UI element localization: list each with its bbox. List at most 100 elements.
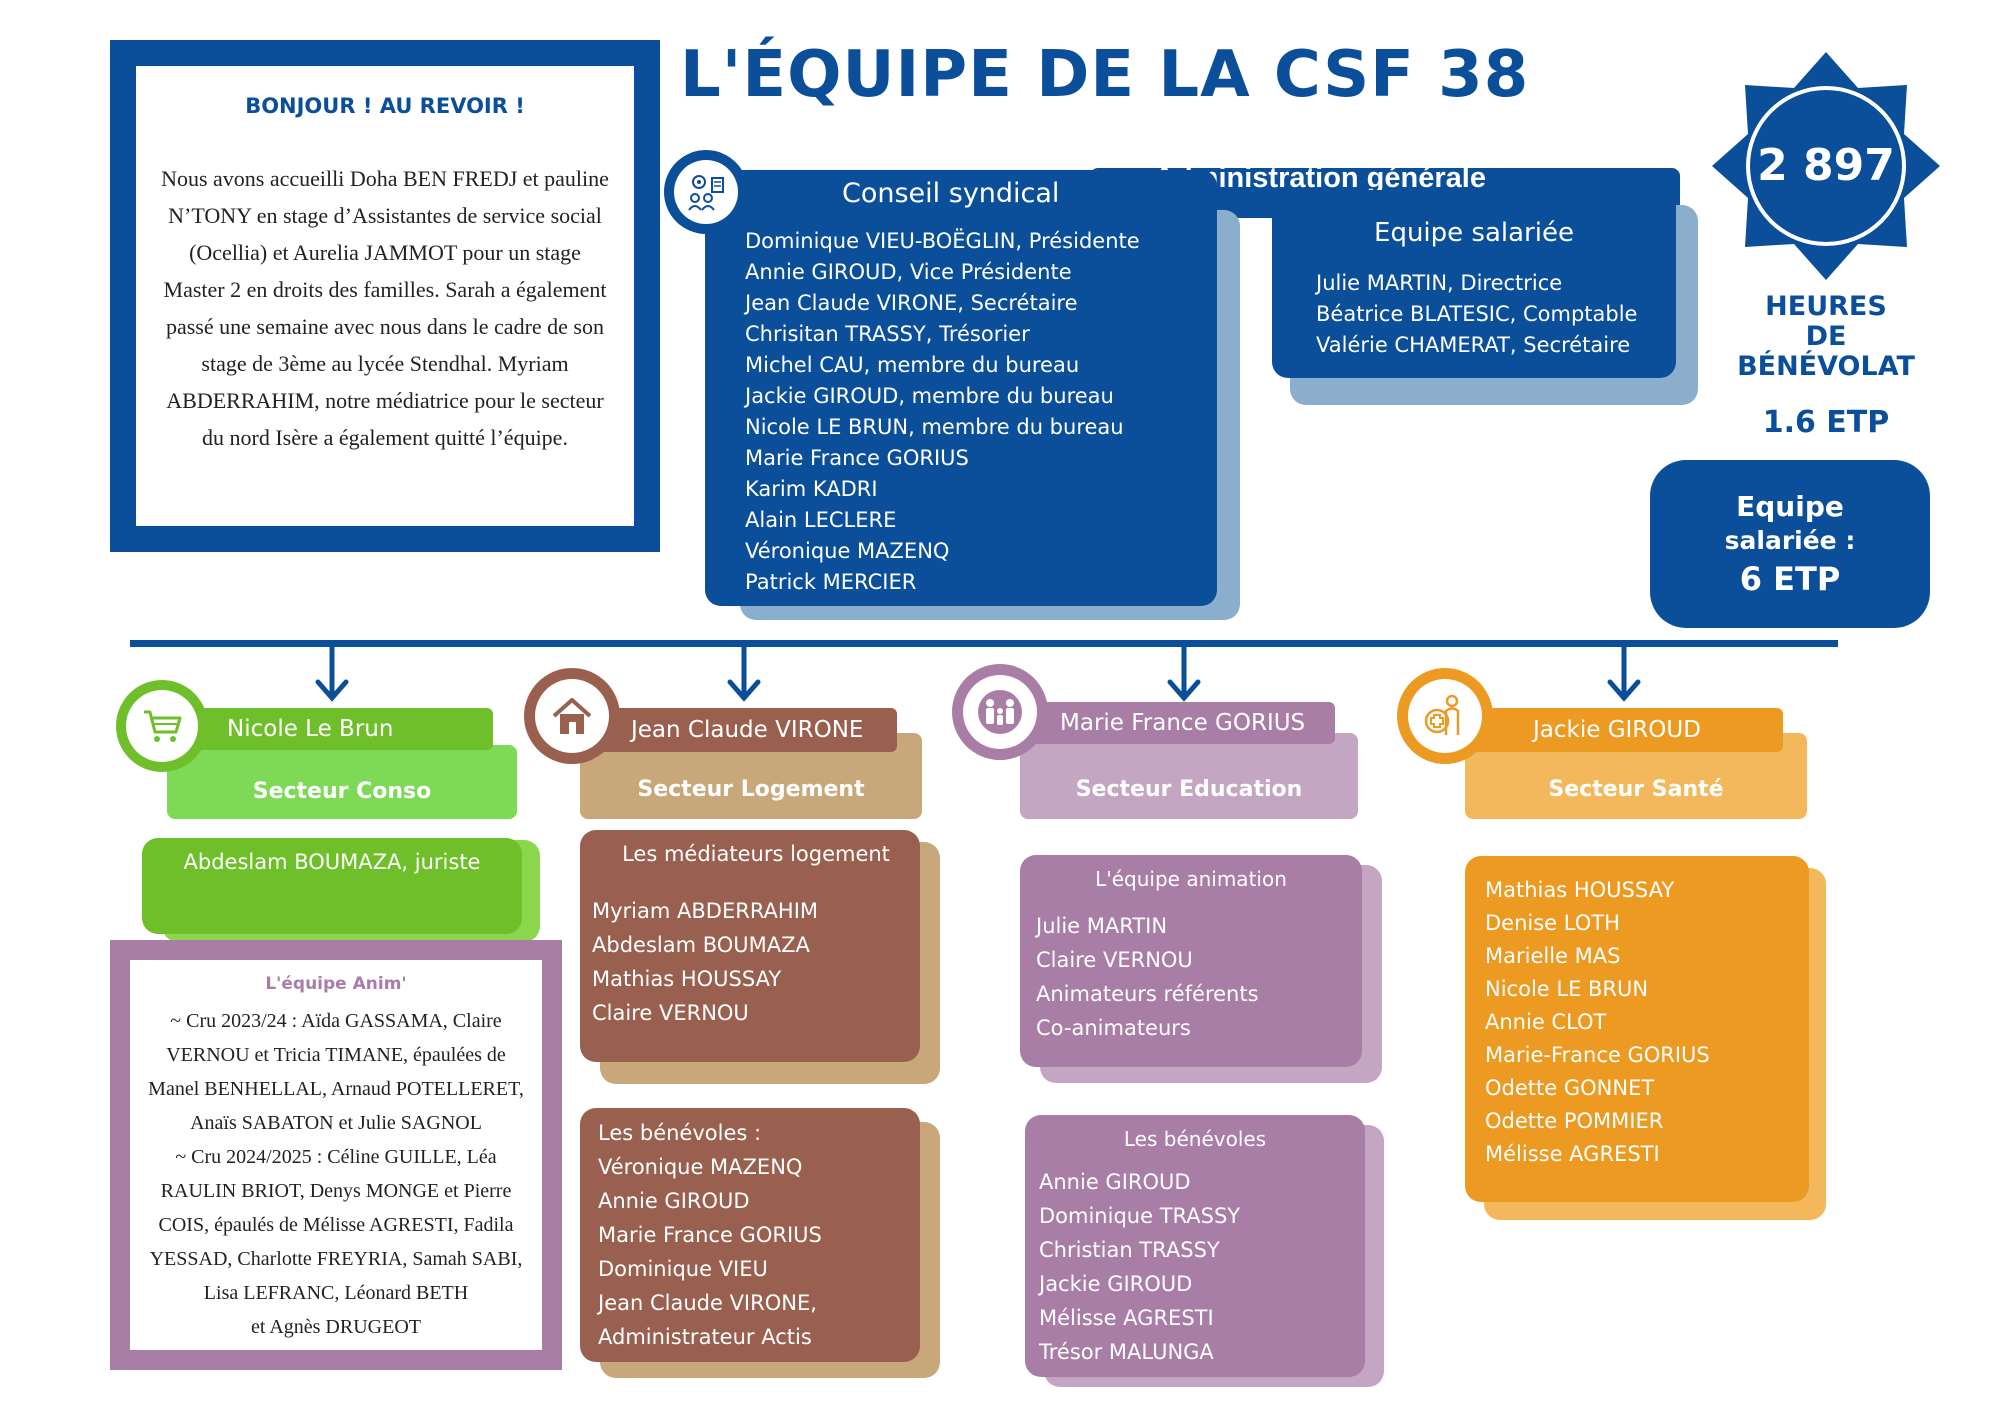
hours-value: 2 897: [1757, 140, 1895, 191]
conseil-member: Karim KADRI: [745, 477, 878, 501]
logement-benevoles-title: Les bénévoles :: [598, 1121, 762, 1145]
anim-line: ~ Cru 2024/2025 : Céline GUILLE, Léa: [175, 1146, 497, 1168]
conso-staff: Abdeslam BOUMAZA, juriste: [183, 850, 481, 874]
sante-member: Mathias HOUSSAY: [1485, 878, 1675, 902]
conseil-member: Marie France GORIUS: [745, 446, 969, 470]
conseil-panel: Dominique VIEU-BOËGLIN, Présidente Annie…: [705, 170, 1217, 606]
animation-member: Animateurs référents: [1036, 982, 1259, 1006]
mediateur: Myriam ABDERRAHIM: [592, 899, 819, 923]
benevole: Mélisse AGRESTI: [1039, 1306, 1214, 1330]
anim-line: Lisa LEFRANC, Léonard BETH: [203, 1282, 469, 1304]
anim-line: COIS, épaulés de Mélisse AGRESTI, Fadila: [158, 1214, 514, 1236]
sante-member: Mélisse AGRESTI: [1485, 1142, 1660, 1166]
benevole: Administrateur Actis: [598, 1325, 812, 1349]
salariee-member: Valérie CHAMERAT, Secrétaire: [1316, 333, 1631, 357]
anim-line: RAULIN BRIOT, Denys MONGE et Pierre: [160, 1180, 512, 1202]
hours-label-1: HEURES: [1765, 291, 1887, 322]
anim-line: et Agnès DRUGEOT: [251, 1316, 421, 1338]
anim-team-box: L'équipe Anim' ~ Cru 2023/24 : Aïda GASS…: [110, 940, 562, 1370]
council-icon: [688, 175, 724, 211]
house-icon: [552, 698, 592, 734]
education-benevoles-title: Les bénévoles: [1123, 1127, 1267, 1151]
sector-conso-bar: Secteur Conso: [167, 745, 517, 819]
conseil-member: Nicole LE BRUN, membre du bureau: [745, 415, 1124, 439]
benevole: Trésor MALUNGA: [1039, 1340, 1214, 1364]
sector-education-person: Marie France GORIUS: [1010, 702, 1335, 744]
health-icon-circle: [1397, 668, 1493, 764]
conseil-member: Annie GIROUD, Vice Présidente: [745, 260, 1072, 284]
benevole: Annie GIROUD: [1039, 1170, 1191, 1194]
anim-title: L'équipe Anim': [265, 974, 407, 994]
anim-line: Manel BENHELLAL, Arnaud POTELLERET,: [148, 1078, 524, 1100]
anim-line: ~ Cru 2023/24 : Aïda GASSAMA, Claire: [170, 1010, 502, 1032]
animation-member: Co-animateurs: [1036, 1016, 1191, 1040]
mediateurs-title: Les médiateurs logement: [622, 842, 890, 866]
team-label-1: Equipe: [1736, 490, 1844, 523]
mediateur: Claire VERNOU: [592, 1001, 749, 1025]
sector-conso-person: Nicole Le Brun: [165, 708, 493, 750]
animation-card: L'équipe animation Julie MARTIN Claire V…: [1020, 855, 1362, 1067]
education-benevoles-card: Les bénévoles Annie GIROUD Dominique TRA…: [1025, 1115, 1365, 1377]
team-value: 6 ETP: [1739, 560, 1841, 598]
benevole: Véronique MAZENQ: [598, 1155, 803, 1179]
mediateurs-card: Les médiateurs logement Myriam ABDERRAHI…: [580, 830, 920, 1062]
sante-member: Annie CLOT: [1485, 1010, 1607, 1034]
salariee-title: Equipe salariée: [1374, 218, 1574, 248]
logement-benevoles-card: Les bénévoles : Véronique MAZENQ Annie G…: [580, 1108, 920, 1362]
conseil-title: Conseil syndical: [842, 178, 1060, 209]
sante-member: Marie-France GORIUS: [1485, 1043, 1710, 1067]
sante-member: Odette GONNET: [1485, 1076, 1655, 1100]
salariee-member: Béatrice BLATESIC, Comptable: [1316, 302, 1638, 326]
sector-sante-person: Jackie GIROUD: [1465, 708, 1783, 752]
conseil-member: Véronique MAZENQ: [745, 539, 950, 563]
conseil-member: Jean Claude VIRONE, Secrétaire: [745, 291, 1078, 315]
etp-value: 1.6 ETP: [1762, 405, 1890, 440]
sector-education-bar: Secteur Education: [1020, 733, 1358, 819]
benevole: Annie GIROUD: [598, 1189, 750, 1213]
anim-line: VERNOU et Tricia TIMANE, épaulées de: [166, 1044, 506, 1066]
benevole: Dominique VIEU: [598, 1257, 768, 1281]
salariee-member: Julie MARTIN, Directrice: [1316, 271, 1563, 295]
cart-icon-circle: [116, 680, 208, 772]
conseil-member: Chrisitan TRASSY, Trésorier: [745, 322, 1030, 346]
conseil-member: Patrick MERCIER: [745, 570, 917, 594]
animation-member: Julie MARTIN: [1036, 914, 1168, 938]
welcome-heading: BONJOUR ! AU REVOIR !: [245, 94, 525, 118]
welcome-body: Nous avons accueilli Doha BEN FREDJ et p…: [161, 166, 609, 450]
hours-star-badge: [1712, 52, 1940, 280]
connector-line: [130, 640, 1838, 647]
sante-card: Mathias HOUSSAY Denise LOTH Marielle MAS…: [1465, 856, 1809, 1202]
conseil-member: Dominique VIEU-BOËGLIN, Présidente: [745, 229, 1140, 253]
animation-title: L'équipe animation: [1095, 867, 1287, 891]
sante-member: Odette POMMIER: [1485, 1109, 1664, 1133]
benevole: Dominique TRASSY: [1039, 1204, 1241, 1228]
animation-member: Claire VERNOU: [1036, 948, 1193, 972]
anim-line: YESSAD, Charlotte FREYRIA, Samah SABI,: [149, 1248, 523, 1270]
hours-label-3: BÉNÉVOLAT: [1737, 351, 1915, 382]
mediateur: Mathias HOUSSAY: [592, 967, 782, 991]
welcome-box: BONJOUR ! AU REVOIR ! Nous avons accueil…: [110, 40, 660, 552]
sante-member: Denise LOTH: [1485, 911, 1620, 935]
team-label-2: salariée :: [1724, 526, 1856, 555]
house-icon-circle: [524, 668, 620, 764]
family-icon: [978, 690, 1022, 734]
health-icon: [1424, 694, 1460, 735]
benevole: Jackie GIROUD: [1039, 1272, 1193, 1296]
sante-member: Nicole LE BRUN: [1485, 977, 1649, 1001]
mediateur: Abdeslam BOUMAZA: [592, 933, 810, 957]
benevole: Marie France GORIUS: [598, 1223, 822, 1247]
conseil-member: Michel CAU, membre du bureau: [745, 353, 1080, 377]
conseil-member: Jackie GIROUD, membre du bureau: [745, 384, 1114, 408]
team-etp-box: Equipe salariée : 6 ETP: [1650, 460, 1930, 628]
conseil-member: Alain LECLERE: [745, 508, 897, 532]
benevole: Christian TRASSY: [1039, 1238, 1220, 1262]
conso-staff-card: Abdeslam BOUMAZA, juriste: [142, 838, 522, 934]
anim-line: Anaïs SABATON et Julie SAGNOL: [190, 1112, 482, 1134]
sector-logement-person: Jean Claude VIRONE: [575, 708, 897, 752]
family-icon-circle: [952, 664, 1048, 760]
connector-arrows: [315, 641, 1641, 702]
sante-member: Marielle MAS: [1485, 944, 1621, 968]
hours-label-2: DE: [1805, 321, 1847, 352]
salariee-panel: Julie MARTIN, Directrice Béatrice BLATES…: [1272, 190, 1676, 378]
cart-icon: [144, 710, 182, 742]
